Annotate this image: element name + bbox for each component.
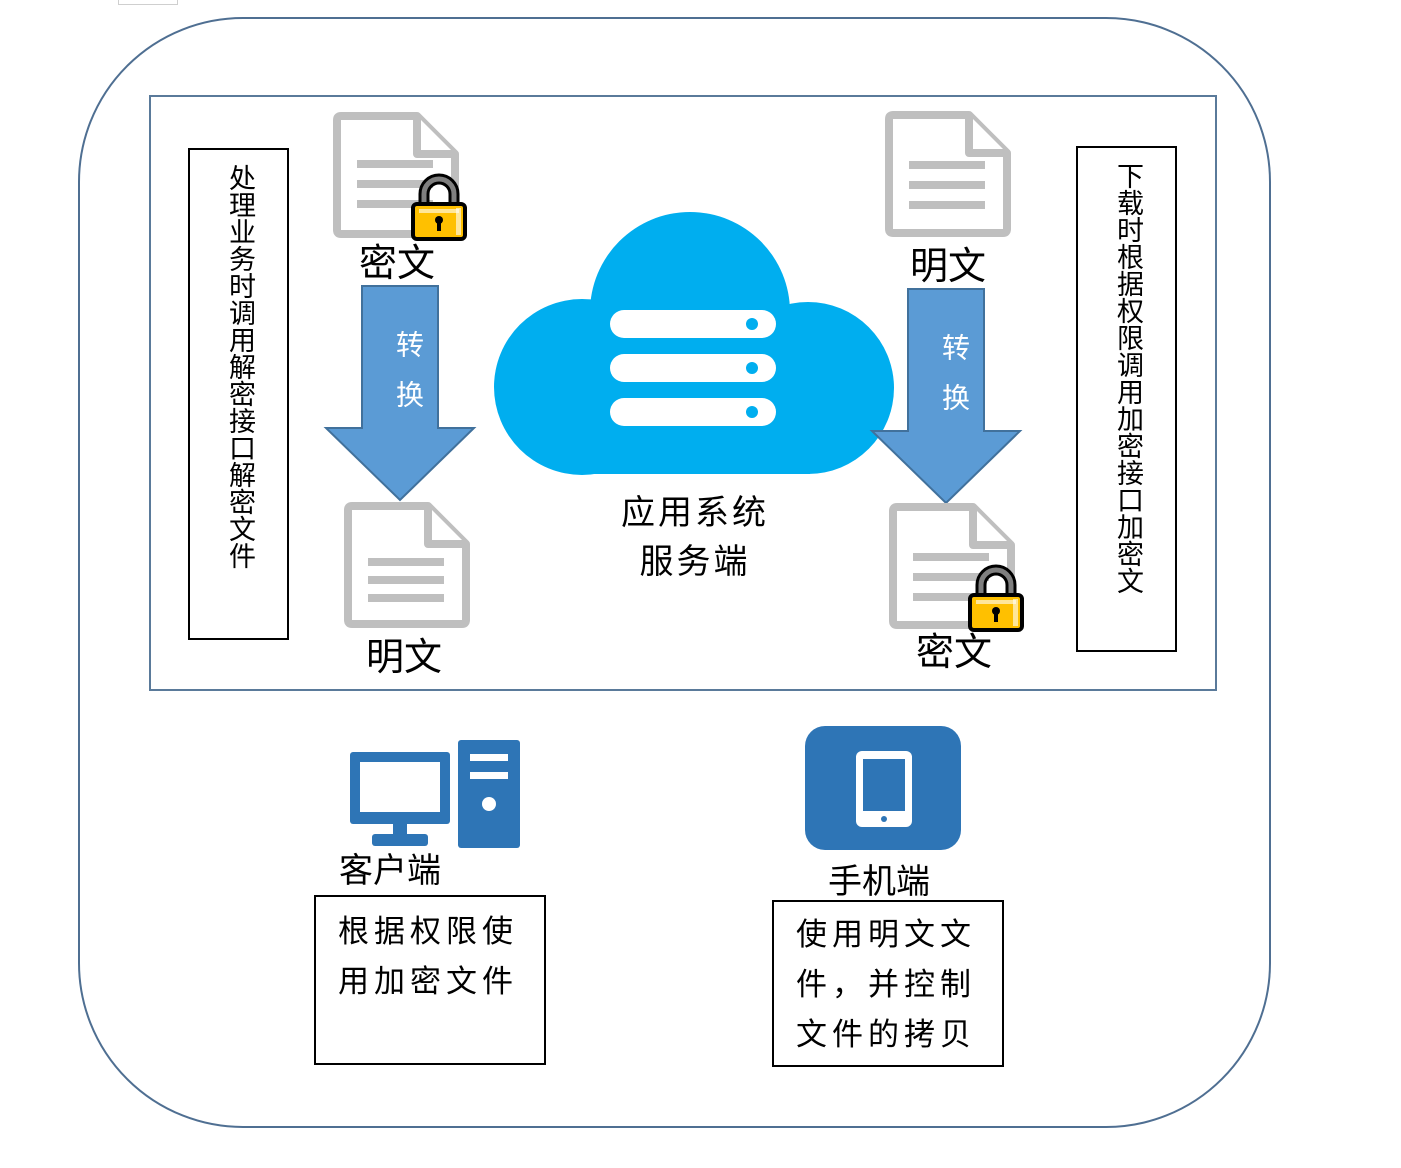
mobile-label: 手机端 [828,862,930,902]
right-top-label: 明文 [910,244,987,288]
mobile-note-line2: 件，并控制 [796,967,976,1003]
tablet-icon [805,726,961,850]
right-convert-arrow [869,288,1023,505]
outer-container [78,17,1271,1128]
left-convert-arrow [323,285,477,502]
right-description-text: 下载时根据权限调用加密接口加密文 [1112,162,1143,594]
server-label-line1: 应用系统 [621,493,769,533]
left-arrow-label: 转换 [392,330,425,430]
corner-mark [118,0,178,5]
cloud-server-icon [494,212,894,475]
mobile-note-line1: 使用明文文 [796,917,976,953]
client-label: 客户端 [339,851,441,891]
desktop-computer-icon [350,740,520,848]
right-description-box: 下载时根据权限调用加密接口加密文 [1076,146,1177,652]
client-note: 根据权限使 用加密文件 [314,895,546,1065]
left-description-text: 处理业务时调用解密接口解密文件 [224,164,255,569]
server-panel [149,95,1217,691]
padlock-icon [968,564,1024,632]
right-bottom-label: 密文 [916,630,993,674]
mobile-note-line3: 文件的拷贝 [796,1017,976,1053]
document-icon [344,502,470,628]
right-arrow-label: 转换 [938,333,971,433]
client-note-line2: 用加密文件 [338,964,518,1000]
mobile-note: 使用明文文 件，并控制 文件的拷贝 [772,900,1004,1067]
server-label-line2: 服务端 [639,542,751,582]
document-icon [885,111,1011,237]
left-description-box: 处理业务时调用解密接口解密文件 [188,148,289,640]
client-note-line1: 根据权限使 [338,914,518,950]
padlock-icon [411,173,467,241]
left-bottom-label: 明文 [366,635,443,679]
left-top-label: 密文 [359,241,436,285]
